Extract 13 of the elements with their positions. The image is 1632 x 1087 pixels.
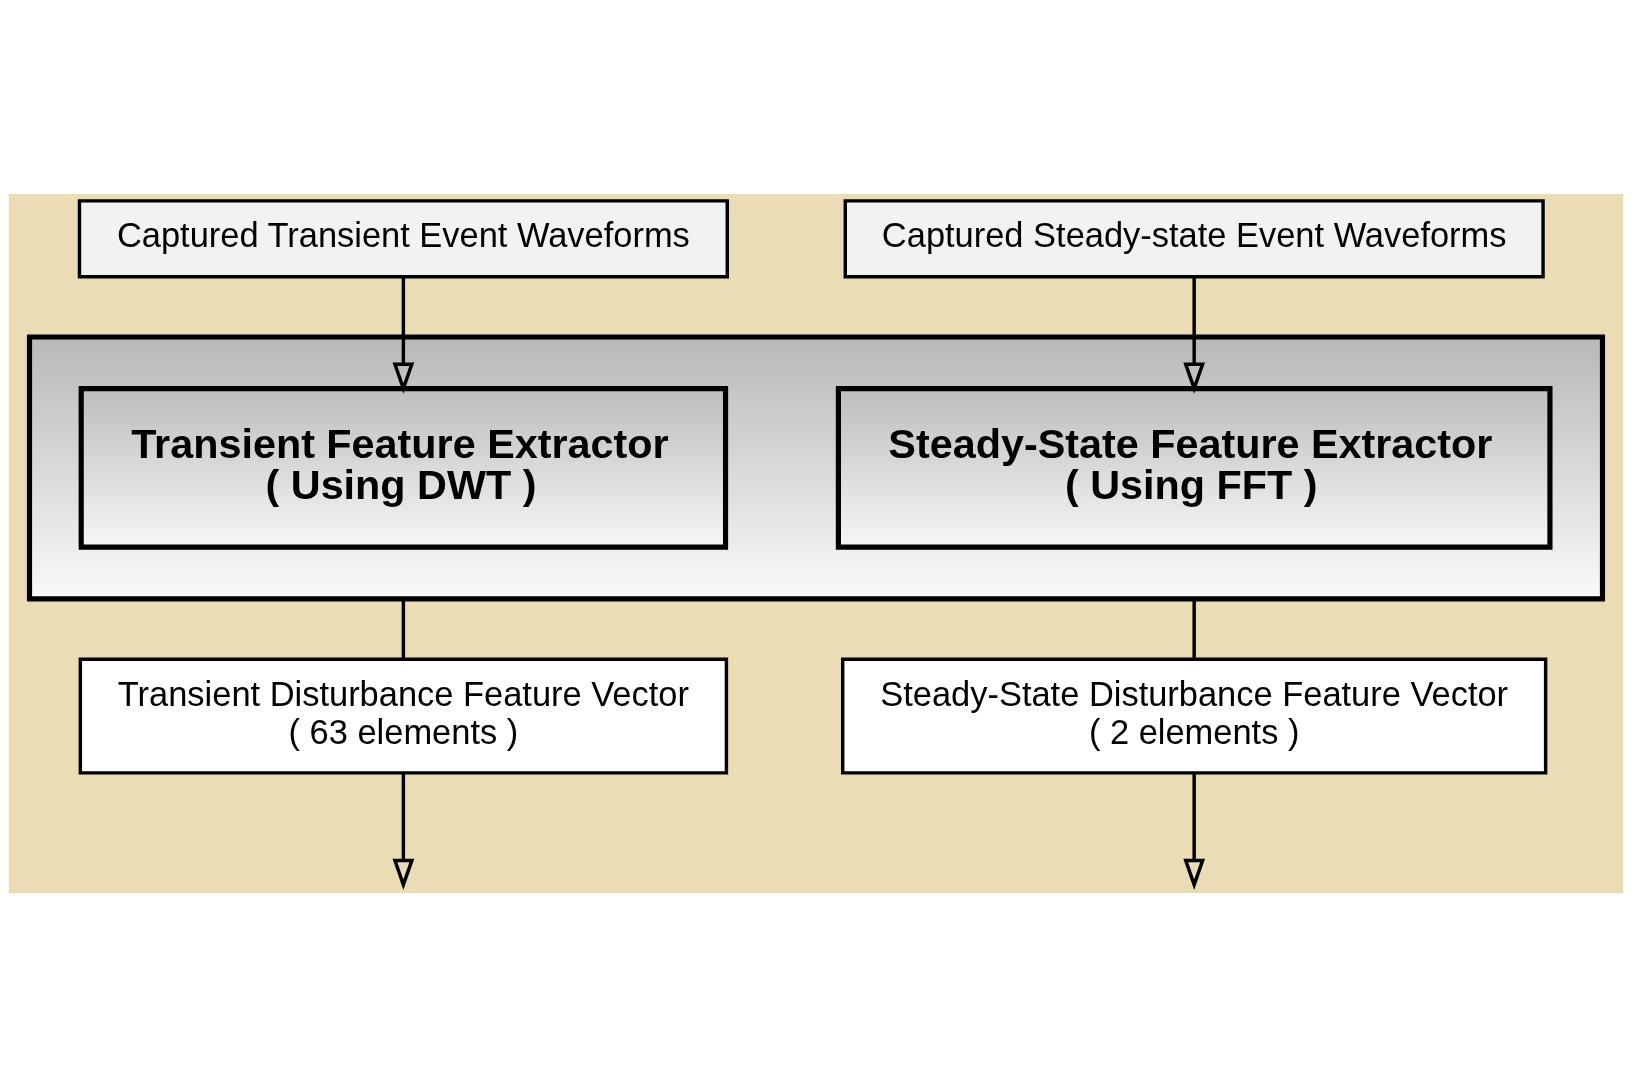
connector <box>1192 598 1196 659</box>
node-box: Transient Disturbance Feature Vector ( 63 elements ) <box>78 657 729 775</box>
node-box: Steady-State Disturbance Feature Vector ( 2 elements ) <box>840 657 1548 775</box>
node-box: Steady-State Feature Extractor ( Using FFT ) <box>835 386 1553 550</box>
connector <box>401 598 406 659</box>
node-box: Captured Transient Event Waveforms <box>77 199 729 279</box>
arrow <box>392 772 415 890</box>
arrow <box>1183 276 1206 394</box>
cluster <box>26 334 1606 602</box>
node-box: Transient Feature Extractor ( Using DWT ) <box>78 386 729 550</box>
arrow <box>392 276 415 394</box>
arrow <box>1183 772 1206 890</box>
node-box: Captured Steady-state Event Waveforms <box>843 199 1545 279</box>
